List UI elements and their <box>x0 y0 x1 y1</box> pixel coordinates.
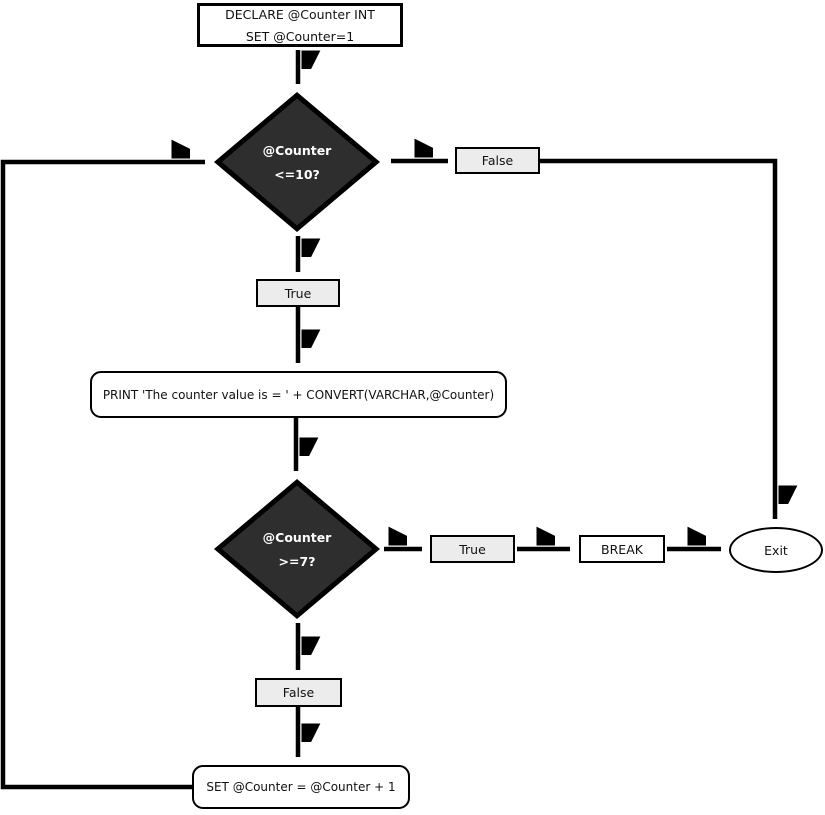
increment-node: SET @Counter = @Counter + 1 <box>192 765 410 809</box>
print-node-text: PRINT 'The counter value is = ' + CONVER… <box>102 387 495 402</box>
exit-node: Exit <box>729 527 823 573</box>
true-label-2: True <box>430 535 515 563</box>
decision1-line2: <=10? <box>274 166 320 182</box>
false-label-2-text: False <box>282 685 315 700</box>
false-label-1: False <box>455 147 540 174</box>
break-node: BREAK <box>579 535 665 563</box>
decision2-line2: >=7? <box>278 553 316 569</box>
break-node-text: BREAK <box>601 541 643 557</box>
decision1-line1: @Counter <box>262 142 332 158</box>
decision2-text: @Counter >=7? <box>214 479 380 619</box>
connector-increment-loop-to-decision1 <box>0 162 205 790</box>
decision2-line1: @Counter <box>262 529 332 545</box>
start-node-line2: SET @Counter=1 <box>245 28 355 44</box>
true-label-2-text: True <box>459 541 486 557</box>
false-label-1-text: False <box>481 153 514 168</box>
increment-node-text: SET @Counter = @Counter + 1 <box>206 780 396 794</box>
true-label-1-text: True <box>284 285 312 301</box>
start-node: DECLARE @Counter INT SET @Counter=1 <box>197 3 403 47</box>
exit-node-text: Exit <box>764 542 788 558</box>
print-node: PRINT 'The counter value is = ' + CONVER… <box>90 371 507 418</box>
decision1-node: @Counter <=10? <box>214 92 380 232</box>
connector-false-to-exit <box>540 158 775 519</box>
decision2-node: @Counter >=7? <box>214 479 380 619</box>
start-node-line1: DECLARE @Counter INT <box>225 6 375 22</box>
true-label-1: True <box>256 279 340 307</box>
false-label-2: False <box>255 678 342 707</box>
decision1-text: @Counter <=10? <box>214 92 380 232</box>
